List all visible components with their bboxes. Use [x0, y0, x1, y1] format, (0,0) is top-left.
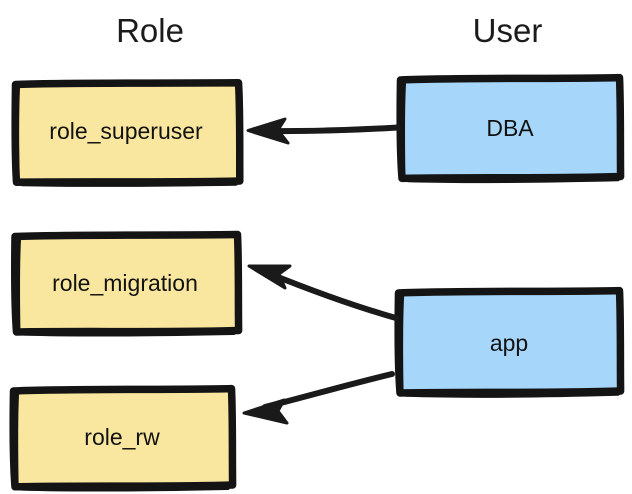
- node-role-migration-fill: [16, 236, 238, 331]
- node-role-rw-border: [9, 384, 237, 491]
- node-dba[interactable]: [396, 73, 625, 184]
- edge-dba-to-role-superuser-arrowhead: [246, 117, 290, 145]
- node-role-migration-border: [10, 230, 243, 336]
- node-dba-border-accent: [400, 82, 406, 177]
- node-role-superuser[interactable]: [11, 79, 244, 187]
- node-role-superuser-fill: [16, 84, 239, 181]
- node-role-superuser-border-accent2: [20, 182, 238, 187]
- node-hit-role-migration[interactable]: [13, 234, 239, 332]
- node-role-rw-border-accent2: [20, 486, 230, 492]
- column-header-role: Role: [116, 12, 184, 49]
- node-role-superuser-border-accent: [15, 86, 20, 181]
- node-hit-role-rw[interactable]: [12, 389, 234, 486]
- edge-app-to-role-rw-arrowhead: [242, 398, 289, 425]
- edge-app-to-role-rw[interactable]: [242, 371, 395, 425]
- edge-app-to-role-migration-line: [265, 270, 399, 321]
- node-dba-border-accent2: [406, 177, 620, 184]
- edge-dba-to-role-superuser[interactable]: [246, 117, 401, 145]
- node-role-migration-border-accent2: [22, 331, 236, 337]
- node-app-border-accent2: [404, 392, 620, 398]
- edge-app-to-role-migration[interactable]: [247, 264, 399, 321]
- node-hit-role-superuser[interactable]: [14, 83, 240, 182]
- node-app-border: [394, 286, 625, 397]
- edge-app-to-role-migration-arrowhead: [247, 264, 292, 290]
- node-role-rw[interactable]: [9, 384, 237, 492]
- node-hit-dba[interactable]: [400, 78, 620, 178]
- node-hit-app[interactable]: [398, 291, 620, 394]
- node-role-migration[interactable]: [10, 230, 243, 337]
- node-role-rw-border-accent: [14, 393, 19, 485]
- node-dba-border: [396, 73, 625, 183]
- node-role-rw-fill: [15, 390, 232, 486]
- column-header-user: User: [472, 12, 543, 49]
- node-dba-fill: [402, 79, 619, 177]
- node-app[interactable]: [394, 286, 625, 398]
- node-app-border-accent: [398, 294, 405, 393]
- node-app-fill: [400, 292, 619, 392]
- node-role-migration-border-accent: [15, 238, 21, 331]
